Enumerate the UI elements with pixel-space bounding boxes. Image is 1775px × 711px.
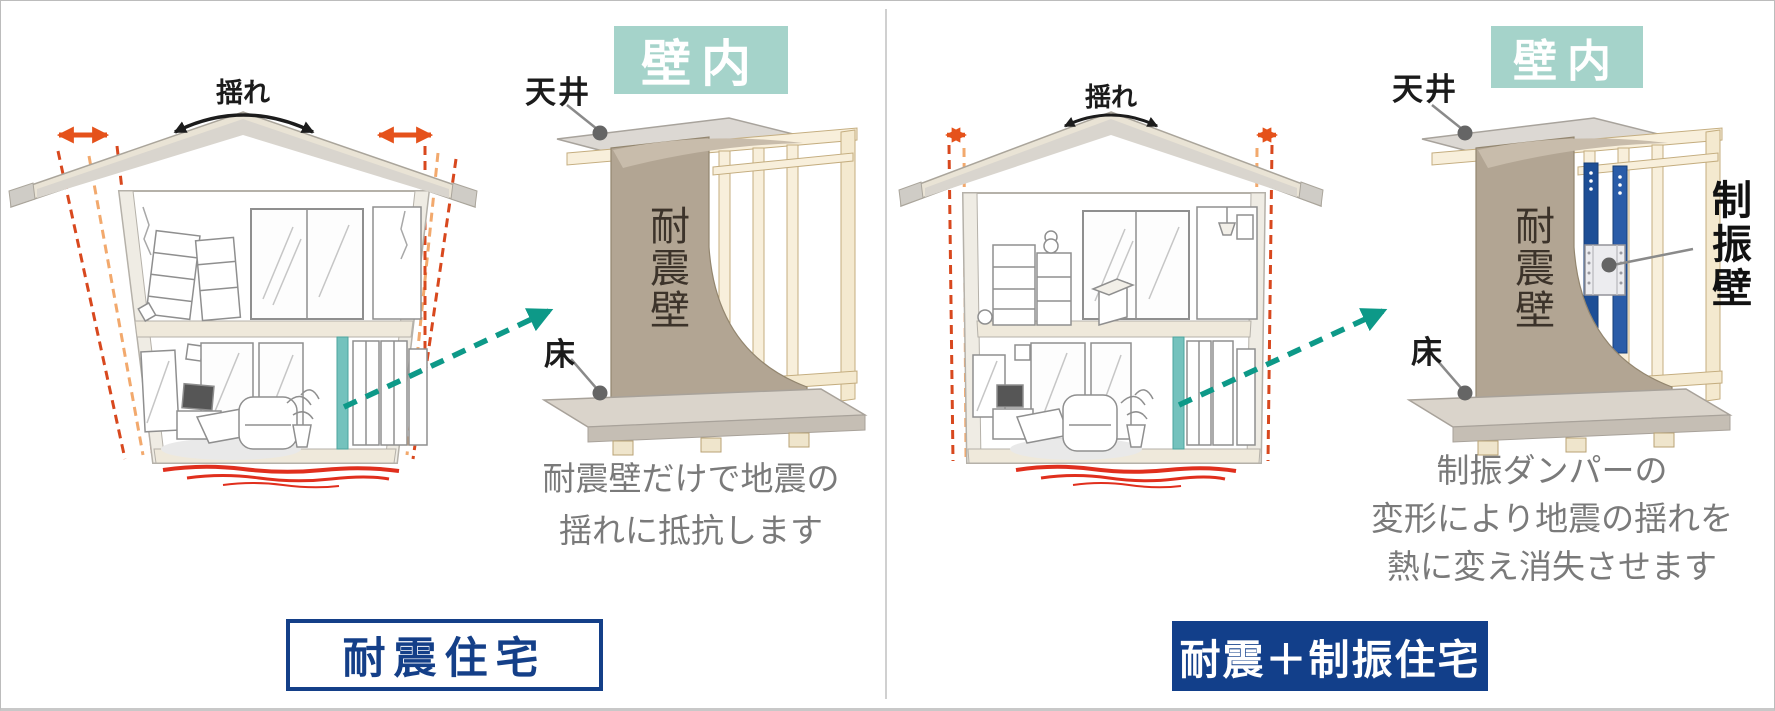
floor-label-left: 床 — [544, 337, 577, 373]
description-line: 熱に変え消失させます — [1387, 546, 1717, 586]
panel-divider — [885, 9, 887, 699]
shake-label-right: 揺れ — [1084, 83, 1137, 113]
wall-header-left: 壁内 — [614, 26, 788, 94]
roof-right — [898, 111, 1324, 208]
house-left — [8, 111, 478, 489]
description-line: 耐震壁だけで地震の — [542, 459, 840, 498]
description-line: 制振ダンパーの — [1436, 451, 1668, 490]
shake-arc-left — [173, 113, 315, 134]
ceiling-label-right: 天井 — [1392, 72, 1458, 108]
shake-arc-right — [1063, 113, 1159, 128]
floor-label-right: 床 — [1411, 335, 1444, 371]
upper-floor-right — [977, 206, 1258, 326]
description-left: 耐震壁だけで地震の 揺れに抵抗します — [499, 453, 883, 557]
shake-label-left: 揺れ — [216, 78, 270, 109]
wall-text-left: 耐震壁 — [643, 205, 689, 331]
wall-text-right: 耐震壁 — [1508, 205, 1554, 331]
damper-leader-line — [1612, 247, 1694, 267]
damper-device — [1584, 244, 1626, 296]
description-line: 揺れに抵抗します — [559, 511, 823, 551]
damper-label: 制振壁 — [1705, 179, 1751, 311]
house-right — [898, 111, 1324, 489]
pointer-arrow-left — [342, 308, 554, 410]
pointer-arrow-right — [1177, 308, 1388, 408]
shear-wall-strip-right — [1172, 336, 1185, 450]
description-right: 制振ダンパーの 変形により地震の揺れを 熱に変え消失させます — [1360, 447, 1744, 591]
ceiling-label-left: 天井 — [525, 75, 591, 111]
quake-lines-left — [162, 464, 400, 489]
caption-taishin-seishin: 耐震＋制振住宅 — [1172, 621, 1488, 691]
upper-floor-left — [137, 206, 422, 323]
lower-floor-left — [140, 340, 428, 460]
description-line: 変形により地震の揺れを — [1370, 498, 1734, 538]
lower-floor-right — [972, 340, 1256, 460]
shear-wall-strip-left — [336, 336, 349, 450]
caption-taishin: 耐震住宅 — [286, 619, 603, 691]
damper-leader-dot — [1601, 257, 1617, 273]
wall-detail-right — [1408, 103, 1731, 456]
wall-header-right: 壁内 — [1491, 26, 1643, 88]
quake-lines-right — [1015, 464, 1237, 489]
wall-detail-left — [543, 103, 866, 456]
